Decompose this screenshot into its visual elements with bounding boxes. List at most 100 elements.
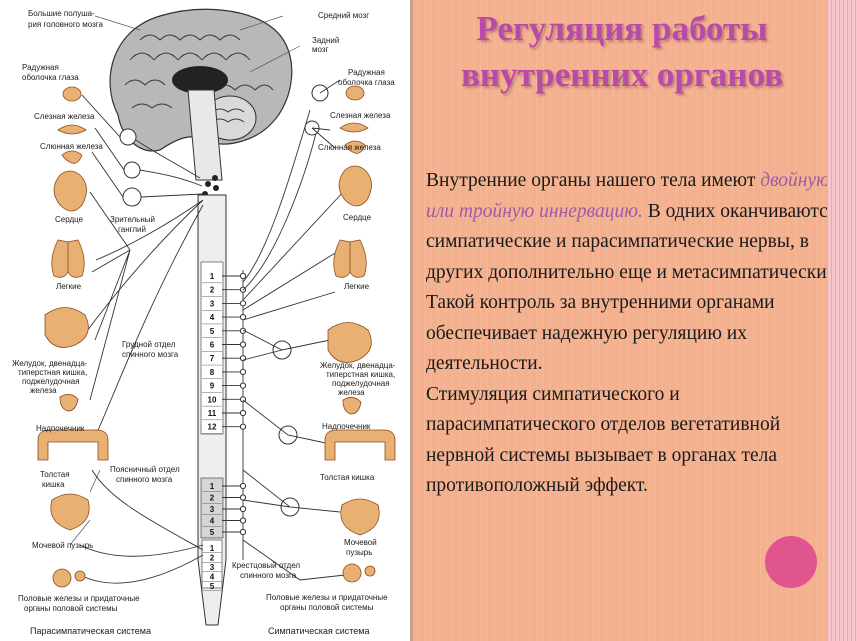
label-stomach-right-3: поджелудочная — [332, 379, 390, 388]
label-ciliary-2: ганглий — [118, 225, 146, 234]
label-adrenal-left: Надпочечник — [36, 424, 85, 433]
title-line-2: внутренних органов — [461, 55, 783, 94]
paragraph-1-end: В одних оканчиваются симпатические и пар… — [426, 200, 841, 375]
sympathetic-chain-ganglion — [239, 327, 247, 334]
label-stomach-right-4: железа — [338, 388, 365, 397]
panel-divider — [410, 0, 413, 641]
label-gonads-left-1: Половые железы и придаточные — [18, 594, 140, 603]
label-heart-right: Сердце — [343, 213, 372, 222]
label-stomach-left-2: типерстная кишка, — [18, 368, 87, 377]
label-adrenal-right: Надпочечник — [322, 422, 371, 431]
label-lungs-left: Легкие — [56, 282, 82, 291]
sacral-segment-number: 5 — [210, 582, 215, 591]
thoracic-segment-number: 9 — [210, 382, 215, 391]
sympathetic-chain-ganglion — [239, 300, 247, 307]
paragraph-1-emphasis: двойную или тройную иннервацию. — [426, 170, 830, 222]
sympathetic-chain-ganglion — [239, 409, 247, 417]
organs-left — [37, 86, 109, 588]
label-stomach-left-3: поджелудочная — [22, 377, 80, 386]
label-lungs-right: Легкие — [344, 282, 370, 291]
label-stomach-right-1: Желудок, двенадца- — [320, 361, 396, 370]
label-ciliary-1: Зрительный — [110, 215, 155, 224]
label-stomach-left-1: Желудок, двенадца- — [12, 359, 88, 368]
label-hemispheres-1: Большие полуша- — [28, 9, 95, 18]
label-sacral-1: Крестцовый отдел — [232, 561, 300, 570]
label-parasympathetic-system: Парасимпатическая система — [30, 626, 151, 636]
thoracic-segment-number: 11 — [208, 409, 217, 418]
sympathetic-chain-ganglion — [239, 272, 247, 280]
sympathetic-chain-ganglion — [239, 423, 247, 430]
sympathetic-chain-ganglion — [239, 517, 247, 524]
thoracic-segment-number: 12 — [208, 423, 217, 432]
decorative-stripe-band — [827, 0, 857, 641]
lumbar-segment-number: 3 — [210, 505, 215, 514]
sympathetic-chain-ganglion — [239, 482, 247, 490]
label-gonads-right-1: Половые железы и придаточные — [266, 593, 388, 602]
sacral-segment-number: 3 — [210, 563, 215, 572]
label-lumbar-1: Поясничный отдел — [110, 465, 180, 474]
label-colon-left-2: кишка — [42, 480, 65, 489]
thoracic-segment-number: 10 — [208, 395, 217, 404]
label-colon-right: Толстая кишка — [320, 473, 375, 482]
lumbar-segment-number: 2 — [210, 494, 215, 503]
thoracic-segment-number: 7 — [210, 354, 215, 363]
title-line-1: Регуляция работы — [476, 9, 768, 48]
thoracic-segment-number: 5 — [210, 327, 215, 336]
sacral-segment-number: 2 — [210, 554, 215, 563]
sympathetic-chain-ganglion — [239, 341, 247, 348]
organs-right — [324, 85, 396, 583]
paragraph-2: Стимуляция симпатического и парасимпатич… — [426, 383, 781, 497]
label-bladder-right-2: пузырь — [346, 548, 372, 557]
sympathetic-chain-ganglion — [239, 494, 247, 501]
label-lumbar-2: спинного мозга — [116, 475, 173, 484]
thoracic-segment-number: 3 — [210, 299, 215, 308]
label-bladder-left: Мочевой пузырь — [32, 541, 93, 550]
label-lacrimal-right: Слезная железа — [330, 111, 391, 120]
label-thoracic-1: Грудной отдел — [122, 340, 176, 349]
lumbar-segment-number: 1 — [210, 482, 215, 491]
label-bladder-right-1: Мочевой — [344, 538, 377, 547]
sacral-segment-number: 4 — [210, 573, 215, 582]
slide-body: Внутренние органы нашего тела имеют двой… — [426, 166, 842, 502]
label-hindbrain-2: мозг — [312, 45, 329, 54]
paragraph-1: Внутренние органы нашего тела имеют двой… — [426, 166, 842, 380]
label-salivary-left: Слюнная железа — [40, 142, 103, 151]
decorative-circle — [765, 536, 817, 588]
label-salivary-right: Слюнная железа — [318, 143, 381, 152]
label-iris-left-2: оболочка глаза — [22, 73, 79, 82]
thoracic-segment-number: 4 — [210, 313, 215, 322]
label-heart-left: Сердце — [55, 215, 84, 224]
label-lacrimal-left: Слезная железа — [34, 112, 95, 121]
label-hemispheres-2: рия головного мозга — [28, 20, 103, 29]
label-sacral-2: спинного мозга — [240, 571, 297, 580]
thoracic-segment-number: 8 — [210, 368, 215, 377]
thoracic-segment-number: 1 — [210, 272, 215, 281]
sympathetic-chain-ganglion — [239, 382, 247, 389]
sympathetic-chain-ganglion — [239, 355, 247, 362]
sympathetic-chain-ganglion — [239, 314, 247, 321]
label-iris-right-1: Радужная — [348, 68, 385, 77]
label-hindbrain-1: Задний — [312, 36, 339, 45]
lumbar-segment-number: 5 — [210, 528, 215, 537]
label-iris-right-2: оболочка глаза — [338, 78, 395, 87]
brain-illustration — [109, 8, 293, 197]
lumbar-segment-number: 4 — [210, 517, 215, 526]
label-colon-left-1: Толстая — [40, 470, 70, 479]
paragraph-1-start: Внутренние органы нашего тела имеют — [426, 170, 761, 191]
thoracic-segment-number: 2 — [210, 286, 215, 295]
sympathetic-chain — [222, 79, 346, 581]
label-stomach-right-2: типерстная кишка, — [326, 370, 395, 379]
sympathetic-chain-ganglion — [239, 528, 247, 536]
text-panel: Регуляция работы внутренних органов Внут… — [410, 0, 857, 641]
label-sympathetic-system: Симпатическая система — [268, 626, 370, 636]
label-stomach-left-4: железа — [30, 386, 57, 395]
thoracic-segment-number: 6 — [210, 341, 215, 350]
label-gonads-right-2: органы половой системы — [280, 603, 374, 612]
label-midbrain: Средний мозг — [318, 11, 369, 20]
label-gonads-left-2: органы половой системы — [24, 604, 118, 613]
sacral-segment-number: 1 — [210, 544, 215, 553]
label-iris-left-1: Радужная — [22, 63, 59, 72]
sympathetic-chain-ganglion — [239, 368, 247, 375]
